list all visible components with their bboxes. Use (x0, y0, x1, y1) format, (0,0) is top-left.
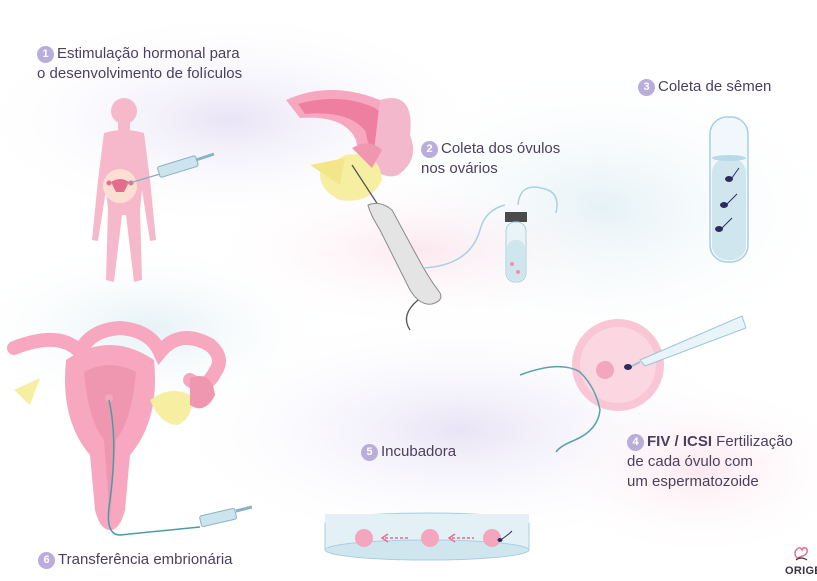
semen-collection-tube (710, 117, 748, 262)
step-1-text-line2: o desenvolvimento de folículos (37, 65, 242, 82)
origen-logo: ORIGEN (785, 544, 817, 581)
step-1-text-line1: Estimulação hormonal para (57, 45, 240, 62)
step-6-badge: 6 (38, 552, 55, 569)
step-3-badge: 3 (638, 79, 655, 96)
step-6-text-line1: Transferência embrionária (58, 551, 233, 568)
step-4-text-line2: de cada óvulo com (627, 453, 753, 470)
embryo-transfer-syringe (199, 507, 252, 527)
incubator-petri-dish (325, 513, 529, 560)
step-4-text-line1: Fertilização (712, 433, 793, 450)
step-2-text-line1: Coleta dos óvulos (441, 140, 560, 157)
step-2-badge: 2 (421, 141, 438, 158)
logo-text: ORIGEN (785, 565, 817, 577)
step-4-badge: 4 (627, 434, 644, 451)
step-4-text-bold: FIV / ICSI (647, 433, 712, 450)
step-2-text-line2: nos ovários (421, 160, 498, 177)
step-4-text-line3: um espermatozoide (627, 473, 759, 490)
step-1-badge: 1 (37, 46, 54, 63)
step-3-text-line1: Coleta de sêmen (658, 78, 771, 95)
female-body-figure (92, 98, 156, 282)
uterus-ovary-illustration (286, 90, 413, 201)
step-5-text-line1: Incubadora (381, 443, 456, 460)
logo-mark-icon (791, 544, 811, 564)
oocyte-collection-tube (505, 212, 527, 282)
uterus-transfer-illustration (14, 328, 219, 535)
step-5-badge: 5 (361, 444, 378, 461)
